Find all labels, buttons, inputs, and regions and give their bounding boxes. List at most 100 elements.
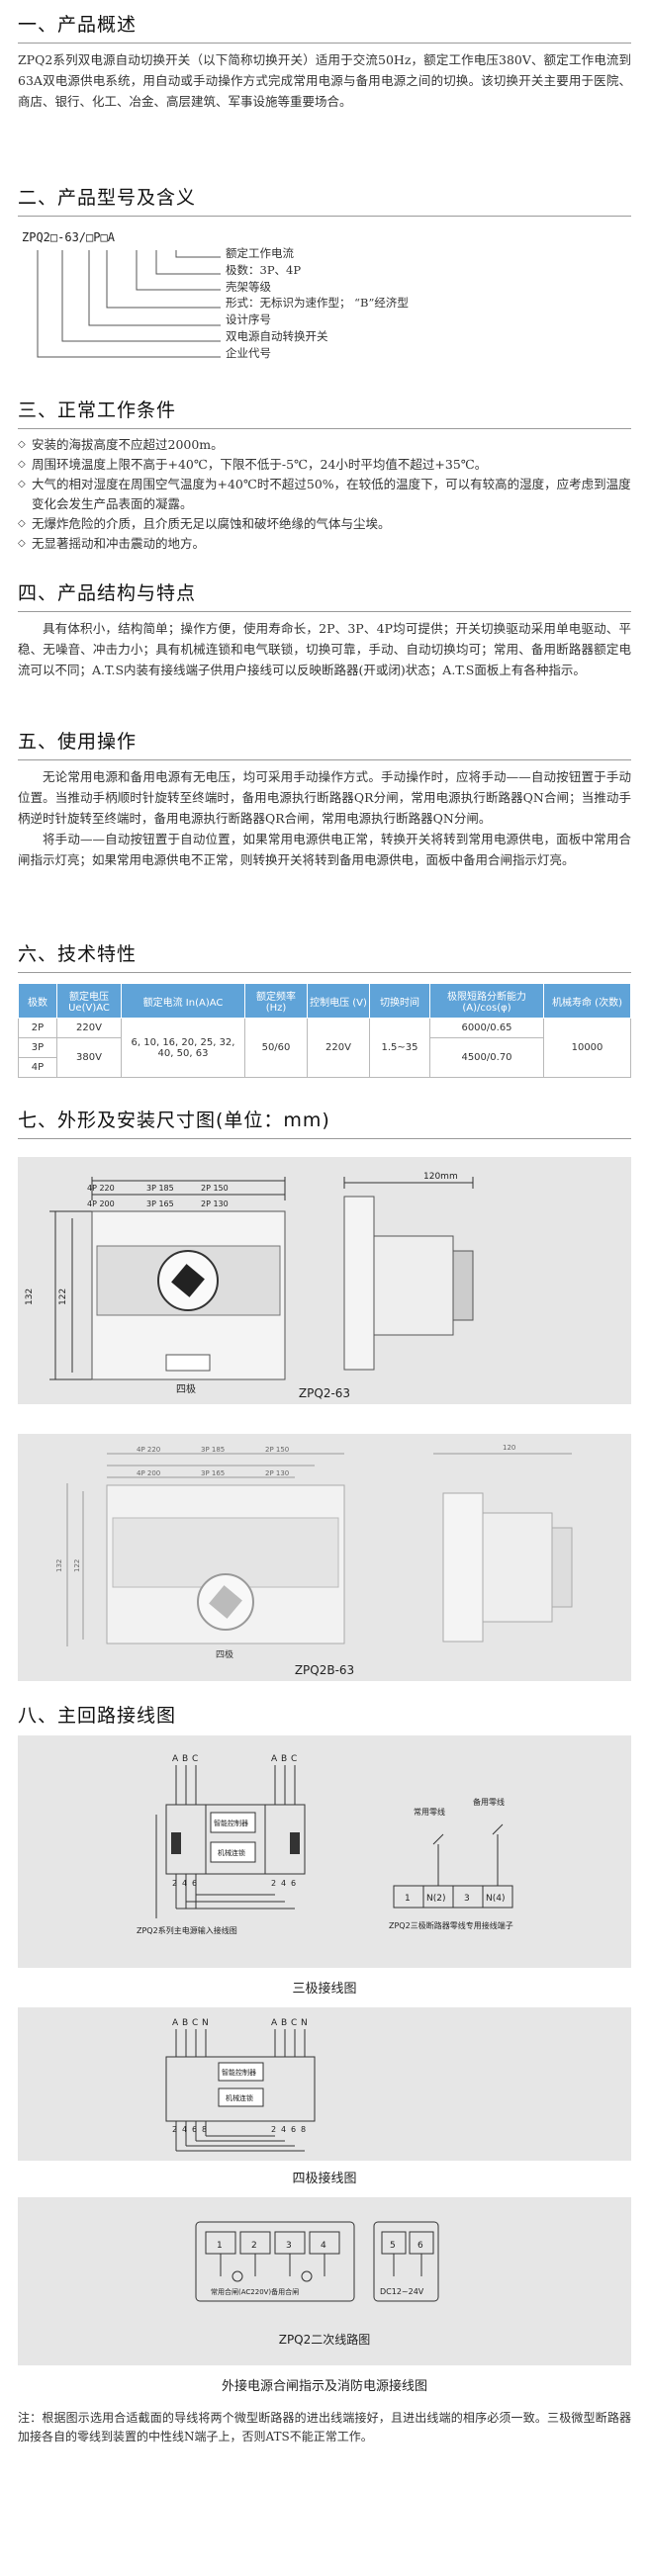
terminal-label: N(2): [426, 1894, 445, 1904]
model-meaning-list: 额定工作电流 极数：3P、4P 壳架等级 形式：无标识为速作型； “B”经济型 …: [226, 245, 409, 362]
secondary-circuit-diagram: 1 2 3 4 5 6 常用合闸(AC220V)备用合闸 DC12~24V: [195, 2221, 439, 2302]
table-cell: 6000/0.65: [429, 1018, 544, 1038]
table-row: 4P: [18, 1057, 631, 1078]
side-dimension-label: 120mm: [423, 1172, 458, 1182]
phase-label: A: [271, 1754, 278, 1764]
dimension-label: 2P 130: [201, 1199, 229, 1208]
terminal-label: 6: [417, 2241, 423, 2251]
secondary-label: DC12~24V: [380, 2287, 424, 2296]
section-title: 七、外形及安装尺寸图(单位：mm): [18, 1110, 330, 1131]
divider: [18, 611, 631, 612]
section-conditions: 三、正常工作条件 安装的海拔高度不应超过2000m。 周围环境温度上限不高于+4…: [18, 396, 631, 554]
secondary-label: 常用合闸(AC220V)备用合闸: [211, 2287, 299, 2296]
meaning-item: 双电源自动转换开关: [226, 328, 328, 343]
interlock-label: 机械连锁: [218, 1848, 245, 1857]
neutral-label: 备用零线: [473, 1797, 505, 1807]
view-label: 四极: [216, 1648, 233, 1660]
dimension-drawing: 4P 220 3P 185 2P 150 4P 200 3P 165 2P 13…: [55, 1444, 573, 1660]
condition-item: 无爆炸危险的介质，且介质无足以腐蚀和破坏绝缘的气体与尘埃。: [18, 514, 631, 534]
table-cell: 50/60: [244, 1018, 308, 1078]
condition-item: 大气的相对湿度在周围空气温度为+40℃时不超过50%，在较低的温度下，可以有较高…: [18, 475, 631, 514]
divider: [18, 428, 631, 429]
table-header: 额定频率 (Hz): [244, 983, 308, 1019]
terminal-number: 2: [172, 1879, 177, 1888]
terminal-label: 3: [464, 1894, 470, 1904]
section-wiring: 八、主回路接线图: [18, 1701, 631, 1728]
section-title: 一、产品概述: [18, 14, 138, 36]
dimension-panel-zpq2b-63: 4P 220 3P 185 2P 150 4P 200 3P 165 2P 13…: [18, 1434, 631, 1681]
section-specs: 六、技术特性 极数 额定电压 Ue(V)AC 额定电流 In(A)AC 额定频率…: [18, 939, 631, 1078]
section-title: 五、使用操作: [18, 731, 138, 753]
phase-label: B: [281, 2018, 287, 2028]
divider: [18, 972, 631, 973]
phase-label: A: [172, 1754, 179, 1764]
height-label: 122: [58, 1288, 68, 1305]
section-title: 三、正常工作条件: [18, 400, 177, 421]
operation-text-manual: 无论常用电源和备用电源有无电压，均可采用手动操作方式。手动操作时，应将手动——自…: [18, 769, 631, 826]
terminal-number: 2: [271, 1879, 276, 1888]
divider: [18, 43, 631, 44]
terminal-number: 4: [281, 1879, 286, 1888]
phase-label: C: [291, 1754, 297, 1764]
phase-label: B: [281, 1754, 287, 1764]
section-features: 四、产品结构与特点 具有体积小，结构简单；操作方便，使用寿命长，2P、3P、4P…: [18, 578, 631, 680]
phase-label: B: [182, 2018, 188, 2028]
phase-label: C: [192, 2018, 198, 2028]
drawing-model: ZPQ2二次线路图: [278, 2333, 371, 2347]
terminal-label: 1: [217, 2241, 223, 2251]
dimension-label: 3P 185: [146, 1184, 174, 1193]
table-cell: 4500/0.70: [429, 1037, 544, 1078]
phase-label: C: [192, 1754, 198, 1764]
table-cell: 220V: [307, 1018, 370, 1078]
meaning-item: 企业代号: [226, 345, 271, 360]
footnote: 注：根据图示选用合适截面的导线将两个微型断路器的进出线端接好，且进出线端的相序必…: [18, 2411, 631, 2443]
wiring-title: 外接电源合闸指示及消防电源接线图: [221, 2379, 427, 2394]
terminal-label: N(4): [486, 1894, 505, 1904]
terminal-number: 2: [172, 2125, 177, 2134]
terminal-label: 2: [251, 2241, 257, 2251]
phase-label: A: [271, 2018, 278, 2028]
section-title: 四、产品结构与特点: [18, 582, 197, 604]
terminal-number: 4: [182, 1879, 187, 1888]
table-cell: 6, 10, 16, 20, 25, 32, 40, 50, 63: [121, 1018, 245, 1078]
table-header: 极数: [18, 983, 57, 1019]
meaning-item: 设计序号: [226, 312, 271, 327]
table-header: 控制电压 (V): [307, 983, 370, 1019]
phase-label: A: [172, 2018, 179, 2028]
table-header: 机械寿命 (次数): [543, 983, 631, 1019]
dimension-label: 2P 150: [265, 1446, 289, 1454]
features-text: 具有体积小，结构简单；操作方便，使用寿命长，2P、3P、4P均可提供；开关切换驱…: [18, 621, 631, 677]
phase-label: B: [182, 1754, 188, 1764]
section-title: 二、产品型号及含义: [18, 187, 197, 209]
terminal-label: 1: [405, 1894, 411, 1904]
meaning-item: 形式：无标识为速作型； “B”经济型: [226, 296, 409, 311]
section-dimensions: 七、外形及安装尺寸图(单位：mm): [18, 1106, 631, 1139]
model-code: ZPQ2□-63/□P□A: [22, 230, 115, 244]
table-cell: 10000: [543, 1018, 631, 1078]
terminal-label: 4: [321, 2241, 326, 2251]
dimension-label: 2P 150: [201, 1184, 229, 1193]
interlock-label: 机械连锁: [226, 2093, 253, 2102]
table-cell: 3P: [18, 1037, 57, 1058]
view-label: 四极: [176, 1382, 196, 1395]
height-label: 122: [73, 1559, 81, 1572]
diagram-caption: ZPQ2三极断路器零线专用接线端子: [389, 1920, 513, 1930]
wiring-title: 三极接线图: [292, 1982, 357, 1997]
dimension-label: 4P 200: [87, 1199, 115, 1208]
divider: [18, 759, 631, 760]
overview-text: ZPQ2系列双电源自动切换开关（以下简称切换开关）适用于交流50Hz，额定工作电…: [18, 52, 631, 109]
terminal-label: 3: [286, 2241, 292, 2251]
controller-label: 智能控制器: [214, 1819, 248, 1827]
dimension-label: 4P 220: [137, 1446, 160, 1454]
table-cell: 2P: [18, 1018, 57, 1038]
divider: [18, 1138, 631, 1139]
section-title: 六、技术特性: [18, 943, 138, 965]
height-label: 132: [25, 1288, 35, 1305]
side-dimension-label: 120: [503, 1444, 515, 1452]
table-cell: 4P: [18, 1057, 57, 1078]
section-overview: 一、产品概述 ZPQ2系列双电源自动切换开关（以下简称切换开关）适用于交流50H…: [18, 10, 631, 112]
operation-text-auto: 将手动——自动按钮置于自动位置，如果常用电源供电正常，转换开关将转到常用电源供电…: [18, 832, 631, 867]
terminal-number: 2: [271, 2125, 276, 2134]
terminal-number: 8: [301, 2125, 306, 2134]
neutral-label: 常用零线: [414, 1807, 445, 1817]
